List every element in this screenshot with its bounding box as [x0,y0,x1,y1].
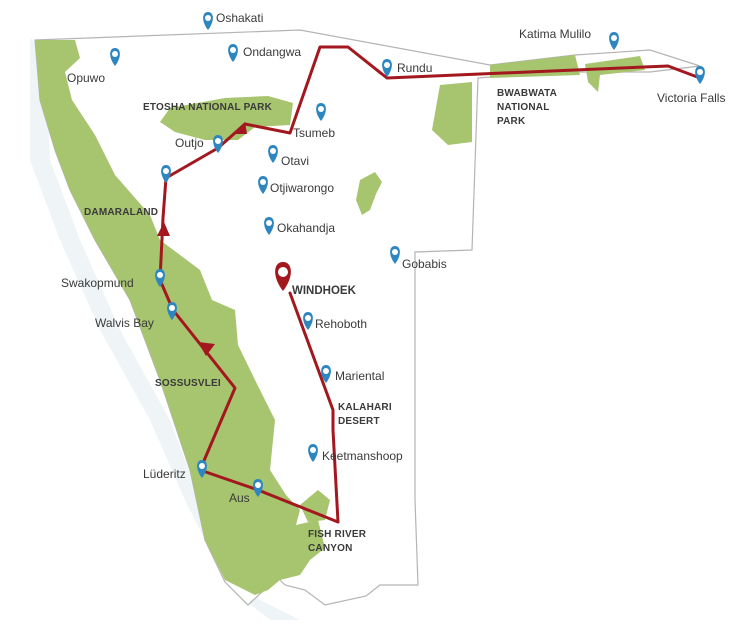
label-aus: Aus [229,491,250,505]
pin-katima-mulilo[interactable] [609,32,619,50]
label-swakopmund: Swakopmund [61,276,134,290]
label-rehoboth: Rehoboth [315,317,367,331]
fishriver-park [300,490,330,522]
labels: Oshakati Opuwo Ondangwa Rundu Katima Mul… [61,11,725,554]
bwabwata-east-park [490,55,580,78]
label-ondangwa: Ondangwa [243,45,301,59]
etosha-park [160,96,293,140]
label-bwabwata-3: PARK [497,116,526,127]
label-keetmanshoop: Keetmanshoop [322,449,403,463]
label-otavi: Otavi [281,154,309,168]
pin-otavi[interactable] [268,145,278,163]
label-damaraland: DAMARALAND [84,207,158,218]
label-luderitz: Lüderitz [143,467,186,481]
pin-otjiwarongo[interactable] [258,176,268,194]
label-mariental: Mariental [335,369,384,383]
label-opuwo: Opuwo [67,71,105,85]
pin-aus[interactable] [253,479,263,497]
label-victoria-falls: Victoria Falls [657,91,725,105]
route-arrow-sossusvlei [198,342,215,356]
route-south-loop [158,45,702,524]
label-etosha: ETOSHA NATIONAL PARK [143,102,273,113]
label-fishriver-1: FISH RIVER [308,529,367,540]
label-otjiwarongo: Otjiwarongo [270,181,334,195]
label-okahandja: Okahandja [277,221,335,235]
label-outjo: Outjo [175,136,204,150]
label-sossusvlei: SOSSUSVLEI [155,378,221,389]
pin-outjo[interactable] [213,135,223,153]
pin-oshakati[interactable] [203,12,213,30]
label-gobabis: Gobabis [402,257,447,271]
label-kalahari-1: KALAHARI [338,402,392,413]
pin-gobabis[interactable] [390,246,400,264]
label-walvis-bay: Walvis Bay [95,316,154,330]
bwabwata-strip-park [585,56,645,92]
label-tsumeb: Tsumeb [293,126,335,140]
pin-ondangwa[interactable] [228,44,238,62]
pin-opuwo[interactable] [110,48,120,66]
label-katima-mulilo: Katima Mulilo [519,27,591,41]
tour-route [157,45,702,524]
pin-luderitz[interactable] [197,460,207,478]
label-bwabwata-1: BWABWATA [497,88,557,99]
pin-okahandja[interactable] [264,217,274,235]
pin-windhoek-capital[interactable] [275,262,291,291]
label-fishriver-2: CANYON [308,543,353,554]
pin-tsumeb[interactable] [316,103,326,121]
pins [110,12,705,497]
pin-rehoboth[interactable] [303,312,313,330]
waterberg-park [356,172,382,215]
pin-rundu[interactable] [382,59,392,77]
pin-keetmanshoop[interactable] [308,444,318,462]
bwabwata-west-park [432,82,472,145]
pin-damaraland[interactable] [161,165,171,183]
route-arrow-outjo [232,122,247,134]
label-rundu: Rundu [397,61,432,75]
route-arrow-damaraland [157,222,170,236]
pin-swakopmund[interactable] [155,269,165,287]
label-oshakati: Oshakati [216,11,263,25]
pin-mariental[interactable] [321,365,331,383]
label-bwabwata-2: NATIONAL [497,102,550,113]
label-kalahari-2: DESERT [338,416,380,427]
pin-walvis-bay[interactable] [167,302,177,320]
pin-victoria-falls[interactable] [695,66,705,84]
label-windhoek: WINDHOEK [292,285,357,297]
